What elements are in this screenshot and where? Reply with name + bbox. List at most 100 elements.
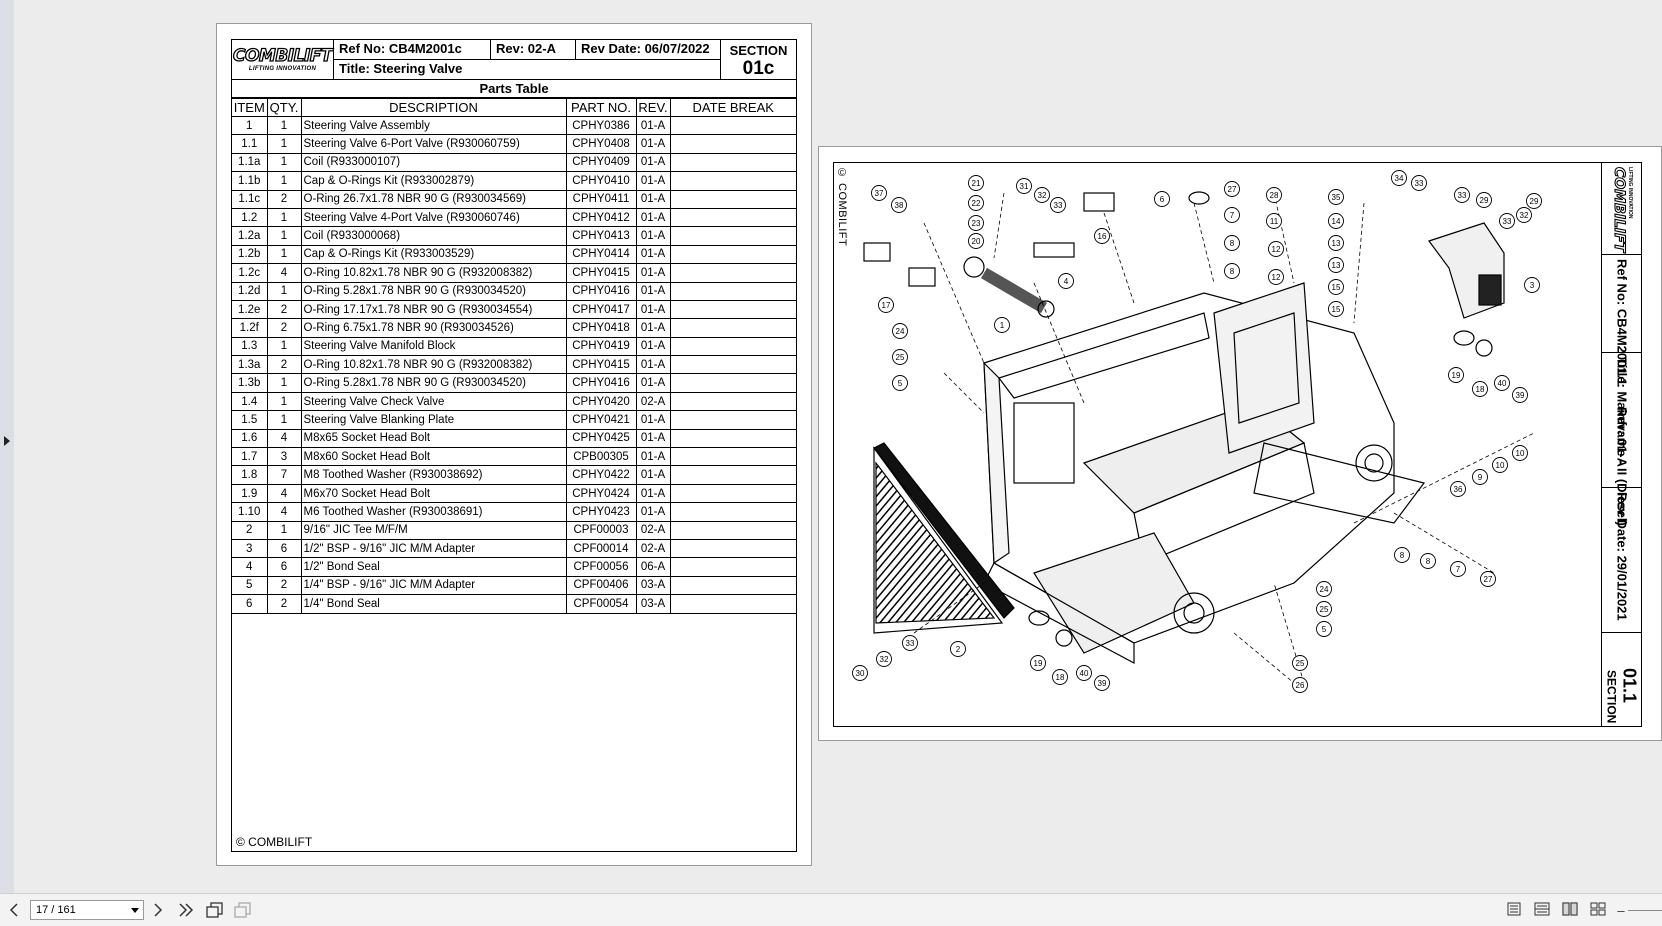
duplicate-view-button[interactable] [233,900,253,920]
callout-label: 11 [1270,217,1279,226]
callout-label: 12 [1272,273,1281,282]
callout-label: 34 [1395,174,1404,183]
table-cell: 1.2c [232,263,268,283]
callout-label: 40 [1080,669,1089,678]
callout-balloon: 40 [1076,665,1092,681]
section-number-vertical: 01.1 [1619,668,1640,704]
callout-label: 27 [1228,185,1237,194]
zoom-out-button[interactable]: – [1614,900,1628,920]
last-page-button[interactable] [176,900,196,920]
table-cell: 01-A [635,263,671,283]
callout-balloon: 38 [891,197,907,213]
table-cell [669,483,796,504]
callout-balloon: 18 [1472,381,1488,397]
two-page-view-button[interactable] [1562,902,1578,916]
table-cell: 2 [266,355,302,375]
table-cell: 1 [266,336,302,357]
callout-label: 29 [1480,196,1489,205]
callout-balloon: 27 [1224,181,1240,197]
expand-sidebar-icon[interactable] [4,436,10,446]
continuous-page-icon [1534,902,1550,916]
table-cell: O-Ring 26.7x1.78 NBR 90 G (R930034569) [300,189,567,209]
callout-balloon: 9 [1472,469,1488,485]
callout-balloon: 13 [1328,257,1344,273]
callout-balloon: 32 [1516,207,1532,223]
column-header: DESCRIPTION [300,98,567,117]
table-cell: 02-A [635,391,671,412]
left-sidebar-strip[interactable] [0,0,14,893]
callout-balloon: 22 [968,195,984,211]
callout-balloon: 25 [1316,601,1332,617]
callout-balloon: 33 [1454,187,1470,203]
table-cell: 01-A [635,502,671,522]
section-label: SECTION [729,43,788,58]
table-cell: 1 [266,373,302,393]
callout-label: 22 [972,199,981,208]
table-cell: CPHY0425 [565,428,637,449]
section-box-vertical: SECTION 01.1 [1602,666,1642,726]
callout-label: 32 [1520,211,1529,220]
callout-label: 3 [1530,281,1535,290]
table-cell: M6 Toothed Washer (R930038691) [300,502,567,522]
table-cell: O-Ring 6.75x1.78 NBR 90 (R930034526) [300,318,567,338]
table-cell: 1.5 [232,410,268,430]
table-cell: 1 [266,134,302,154]
table-cell: 1/4" Bond Seal [300,594,567,614]
callout-balloon: 14 [1328,213,1344,229]
table-cell: CPHY0423 [565,502,637,522]
callout-label: 37 [875,189,884,198]
table-cell: Coil (R933000068) [300,226,567,246]
table-cell: CPHY0420 [565,391,637,412]
page-number-select[interactable]: 17 / 161 [30,900,144,920]
continuous-view-button[interactable] [1534,902,1550,916]
next-page-button[interactable] [148,900,168,920]
table-cell: 06-A [635,557,671,577]
column-header: ITEM [232,98,268,117]
rotate-page-button[interactable] [205,900,225,920]
table-cell: 2 [266,189,302,209]
pages-icon [234,902,251,918]
table-cell: 1.2a [232,226,268,246]
single-page-icon [1507,902,1521,916]
two-page-continuous-view-button[interactable] [1590,902,1606,916]
callout-balloon: 33 [1499,213,1515,229]
document-page-17: COMBILIFT LIFTING INNOVATION Ref No: CB4… [216,23,812,866]
callout-balloon: 11 [1266,213,1282,229]
previous-page-button[interactable] [4,900,24,920]
table-cell: CPHY0411 [565,189,637,209]
combilift-logo: COMBILIFT LIFTING INNOVATION [232,40,334,80]
table-cell: 01-A [635,152,671,173]
table-cell: 6 [266,538,302,559]
table-cell: CPHY0409 [565,152,637,173]
callout-balloon: 5 [1316,621,1332,637]
table-cell: Steering Valve 4-Port Valve (R930060746) [300,207,567,228]
callout-label: 33 [1415,179,1424,188]
table-cell: 2 [266,575,302,596]
table-cell: O-Ring 17.17x1.78 NBR 90 G (R930034554) [300,299,567,320]
viewer-toolbar: 17 / 161 – [0,893,1662,926]
table-cell: CPF00003 [565,520,637,540]
callout-balloon: 1 [994,317,1010,333]
callout-label: 1 [1000,321,1005,330]
callout-balloon: 40 [1494,375,1510,391]
table-cell: 1.10 [232,502,268,522]
table-cell [669,171,796,191]
combilift-logo-vertical: COMBILIFT LIFTING INNOVATION [1602,163,1642,255]
rev-vertical-cell: Rev: 01-A [1602,403,1642,488]
single-page-view-button[interactable] [1506,902,1522,916]
callout-label: 21 [972,179,981,188]
table-cell: CPHY0412 [565,207,637,228]
zoom-slider-track[interactable] [1628,910,1662,911]
table-cell: CPHY0410 [565,171,637,191]
double-chevron-right-icon [179,903,194,917]
table-cell: CPB00305 [565,447,637,467]
callout-balloons: 3738212223203132331662728711812812351413… [852,170,1542,693]
table-cell [669,281,796,301]
table-cell: 02-A [635,520,671,540]
